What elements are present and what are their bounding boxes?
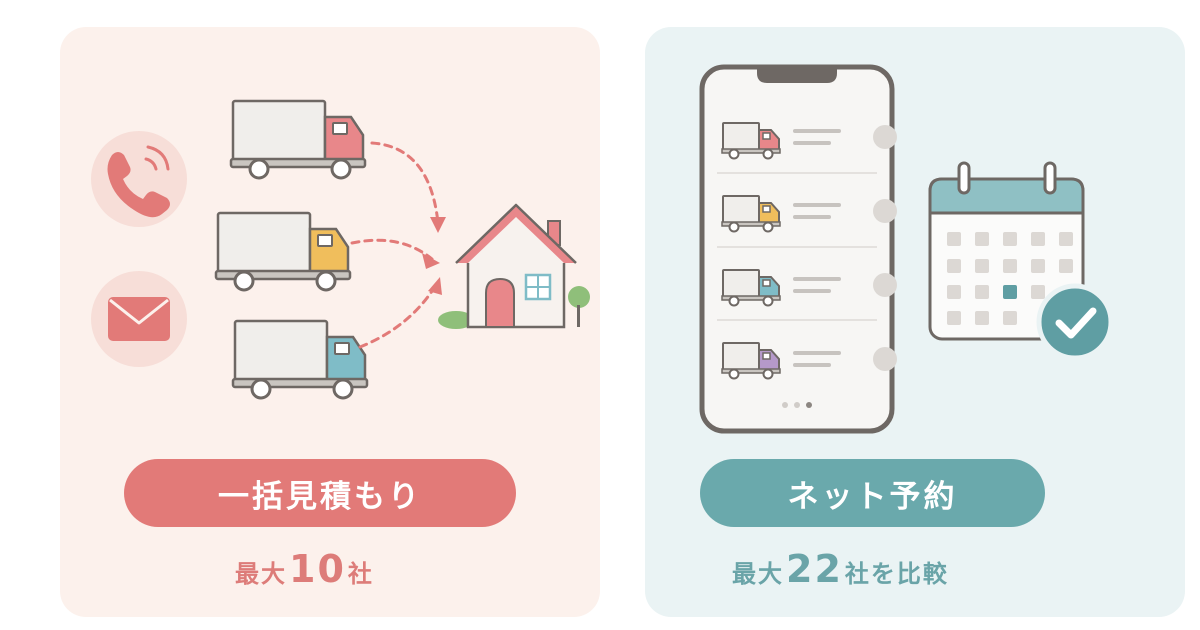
- caption-prefix: 最大: [235, 560, 287, 588]
- bulk-estimate-panel: 一括見積もり 最大 10 社: [60, 27, 600, 617]
- route-arrows: [350, 141, 440, 349]
- truck-icon: [231, 319, 369, 400]
- phone-icon: [91, 131, 187, 227]
- caption-prefix: 最大: [732, 560, 784, 588]
- house-icon: [438, 203, 590, 329]
- caption-suffix: 社を比較: [844, 560, 949, 588]
- caption-number: 10: [289, 547, 346, 591]
- online-booking-panel: ネット予約 最大 22 社を比較: [645, 27, 1185, 617]
- bulk-estimate-illustration: [91, 99, 590, 400]
- mail-icon: [91, 271, 187, 367]
- truck-icon: [229, 99, 367, 180]
- bulk-estimate-caption: 最大 10 社: [235, 547, 374, 591]
- arrow-heads: [422, 217, 446, 295]
- caption-number: 22: [786, 547, 843, 591]
- page-dots: [782, 402, 812, 408]
- online-booking-illustration: [699, 64, 1114, 434]
- smartphone-icon: [699, 64, 897, 434]
- online-booking-label: ネット予約: [700, 459, 1045, 527]
- truck-icon: [214, 211, 352, 292]
- caption-suffix: 社: [347, 560, 374, 588]
- bulk-estimate-label: 一括見積もり: [124, 459, 516, 527]
- online-booking-caption: 最大 22 社を比較: [732, 547, 949, 591]
- check-icon: [1036, 283, 1114, 361]
